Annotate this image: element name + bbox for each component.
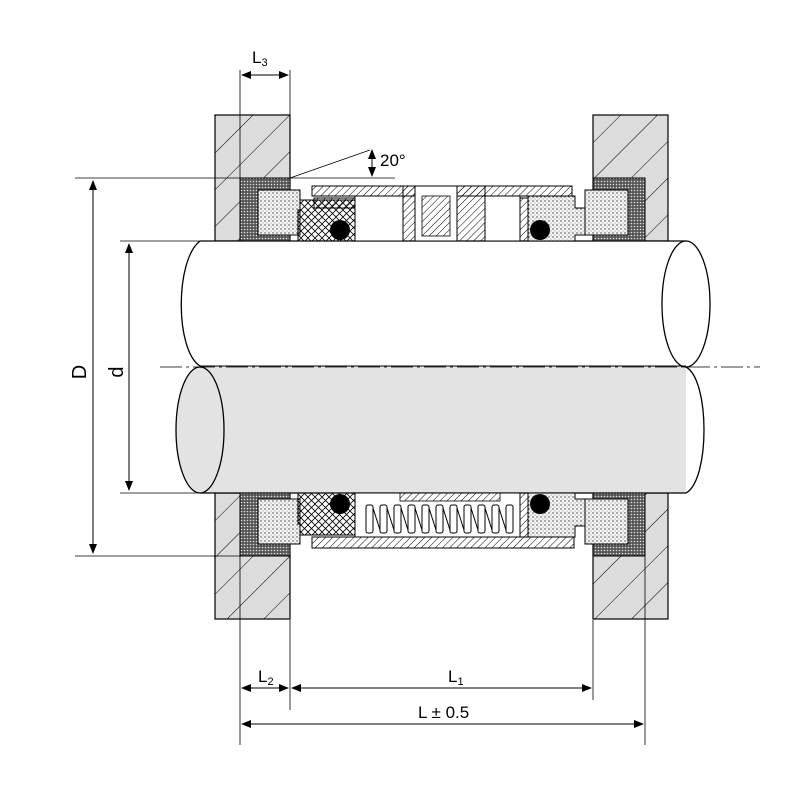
o-ring-bottom-left: [330, 494, 350, 514]
label-D: D: [69, 365, 91, 379]
label-l1: L1: [448, 667, 464, 688]
label-angle: 20°: [380, 151, 406, 170]
extension-lines: [75, 70, 646, 745]
o-ring-top-left: [330, 220, 350, 240]
shaft: [160, 240, 760, 494]
o-ring-top-right: [530, 220, 550, 240]
label-l2: L2: [258, 667, 274, 688]
seal-assembly-bottom: [239, 492, 646, 557]
o-ring-bottom-right: [530, 494, 550, 514]
spring-coils: [365, 504, 514, 534]
label-l3: L3: [252, 48, 268, 69]
label-d: d: [106, 366, 128, 377]
seal-assembly-top: [239, 177, 646, 242]
label-l-total: L ± 0.5: [418, 703, 469, 722]
